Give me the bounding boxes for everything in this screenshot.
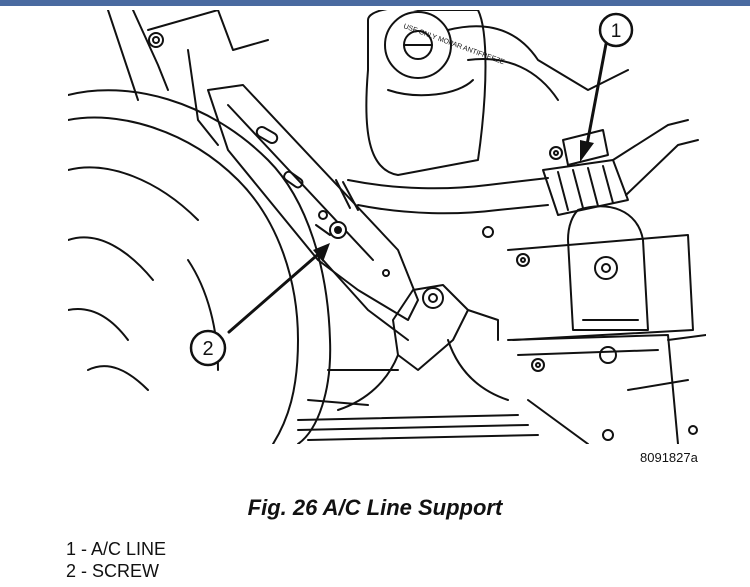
support-bracket	[207, 84, 419, 341]
mounting-screw	[315, 221, 347, 239]
right-mount-bracket	[482, 205, 694, 341]
radiator-support-frame	[107, 10, 269, 146]
ac-line-pipe	[335, 25, 699, 216]
coolant-reservoir: USE ONLY MOPAR ANTIFREEZE	[365, 10, 506, 176]
window-top-border	[0, 0, 750, 6]
legend: 1 - A/C LINE 2 - SCREW	[66, 538, 166, 582]
engine-bay-line-drawing: USE ONLY MOPAR ANTIFREEZE	[68, 10, 706, 444]
technical-illustration: USE ONLY MOPAR ANTIFREEZE	[68, 10, 706, 444]
figure-code: 8091827a	[640, 450, 698, 465]
lower-grille	[297, 399, 589, 444]
callout-2-number: 2	[202, 338, 213, 360]
lower-support-bracket	[307, 284, 509, 411]
callout-2: 2	[189, 329, 227, 367]
ac-line-clamp	[549, 129, 609, 166]
callout-1-number: 1	[611, 21, 622, 42]
callout-arrows	[227, 42, 608, 334]
headlight-housing	[68, 89, 332, 444]
lower-right-module	[507, 334, 706, 444]
callout-1: 1	[598, 12, 634, 48]
figure-caption: Fig. 26 A/C Line Support	[247, 495, 503, 520]
legend-item-screw: 2 - SCREW	[66, 561, 160, 581]
legend-item-ac-line: 1 - A/C LINE	[66, 539, 167, 559]
